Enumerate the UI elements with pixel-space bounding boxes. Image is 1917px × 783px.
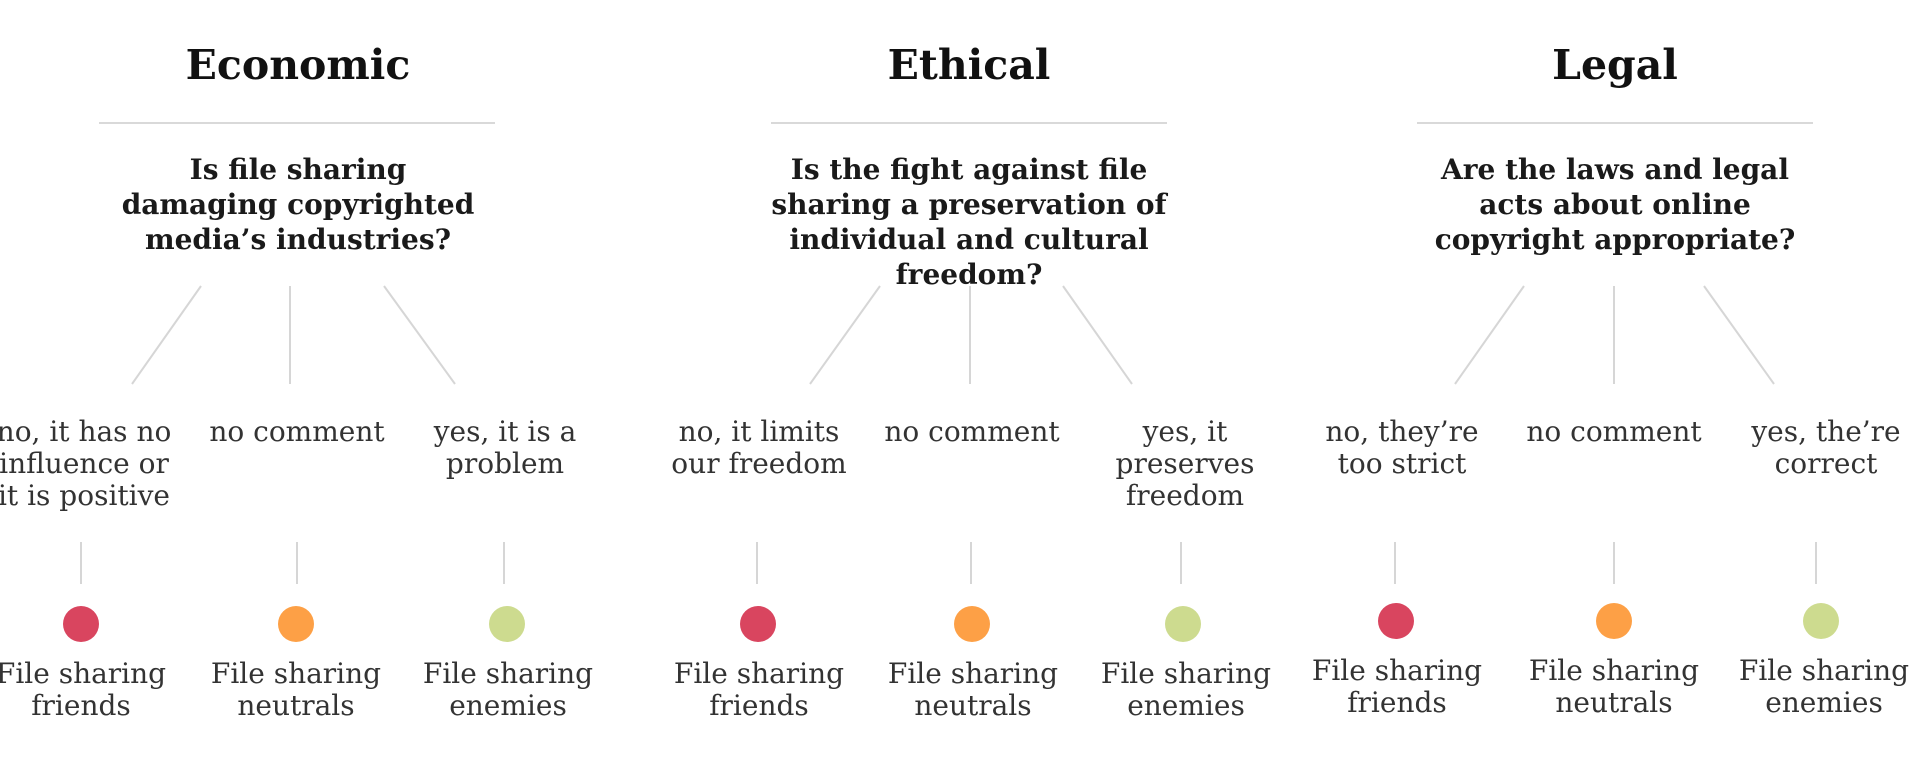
- answer-option: no, it limits our freedom: [671, 415, 847, 480]
- answer-tick: [756, 542, 758, 584]
- branch-line-right: [1703, 285, 1775, 385]
- group-label: File sharing enemies: [422, 657, 594, 722]
- branch-line-right: [1062, 285, 1133, 385]
- answer-option: yes, it is a problem: [433, 415, 577, 480]
- answer-option: yes, it preserves freedom: [1115, 415, 1255, 512]
- group-label: File sharing friends: [1311, 654, 1483, 719]
- branch-connectors: [131, 285, 456, 385]
- answer-option: no comment: [884, 415, 1060, 448]
- branch-line-left: [1454, 285, 1525, 385]
- group-dot-neutrals: [1596, 603, 1632, 639]
- group-dot-enemies: [1803, 603, 1839, 639]
- branch-line-right: [383, 285, 456, 385]
- group-label: File sharing enemies: [1738, 654, 1910, 719]
- answer-tick: [1180, 542, 1182, 584]
- title-divider: [771, 122, 1167, 124]
- answer-tick: [80, 542, 82, 584]
- column-question: Are the laws and legal acts about online…: [1434, 153, 1796, 256]
- answer-option: yes, the’re correct: [1751, 415, 1901, 480]
- group-label: File sharing neutrals: [210, 657, 382, 722]
- group-dot-enemies: [1165, 606, 1201, 642]
- branch-line-left: [131, 285, 202, 385]
- column-legal: Legal Are the laws and legal acts about …: [1300, 0, 1917, 783]
- group-label: File sharing neutrals: [887, 657, 1059, 722]
- group-label: File sharing enemies: [1100, 657, 1272, 722]
- title-divider: [99, 122, 495, 124]
- answer-tick: [1394, 542, 1396, 584]
- answer-tick: [503, 542, 505, 584]
- answer-option: no comment: [1526, 415, 1702, 448]
- answer-option: no, they’re too strict: [1325, 415, 1479, 480]
- answer-tick: [1815, 542, 1817, 584]
- column-question: Is file sharing damaging copyrighted med…: [121, 153, 475, 256]
- answer-tick: [970, 542, 972, 584]
- group-dot-friends: [63, 606, 99, 642]
- column-title: Economic: [185, 41, 411, 89]
- group-dot-friends: [1378, 603, 1414, 639]
- answer-tick: [1613, 542, 1615, 584]
- group-label: File sharing neutrals: [1528, 654, 1700, 719]
- branch-connectors: [809, 285, 1133, 385]
- branch-line-left: [809, 285, 881, 385]
- branch-connectors: [1454, 285, 1775, 385]
- column-title: Ethical: [887, 41, 1051, 89]
- column-title: Legal: [1552, 41, 1678, 89]
- column-question: Is the fight against file sharing a pres…: [771, 153, 1167, 291]
- group-dot-friends: [740, 606, 776, 642]
- group-dot-neutrals: [278, 606, 314, 642]
- answer-option: no, it has no influence or it is positiv…: [0, 415, 172, 512]
- column-economic: Economic Is file sharing damaging copyri…: [0, 0, 600, 783]
- answer-tick: [296, 542, 298, 584]
- group-dot-enemies: [489, 606, 525, 642]
- group-label: File sharing friends: [0, 657, 167, 722]
- answer-option: no comment: [209, 415, 385, 448]
- group-dot-neutrals: [954, 606, 990, 642]
- group-label: File sharing friends: [673, 657, 845, 722]
- column-ethical: Ethical Is the fight against file sharin…: [640, 0, 1280, 783]
- title-divider: [1417, 122, 1813, 124]
